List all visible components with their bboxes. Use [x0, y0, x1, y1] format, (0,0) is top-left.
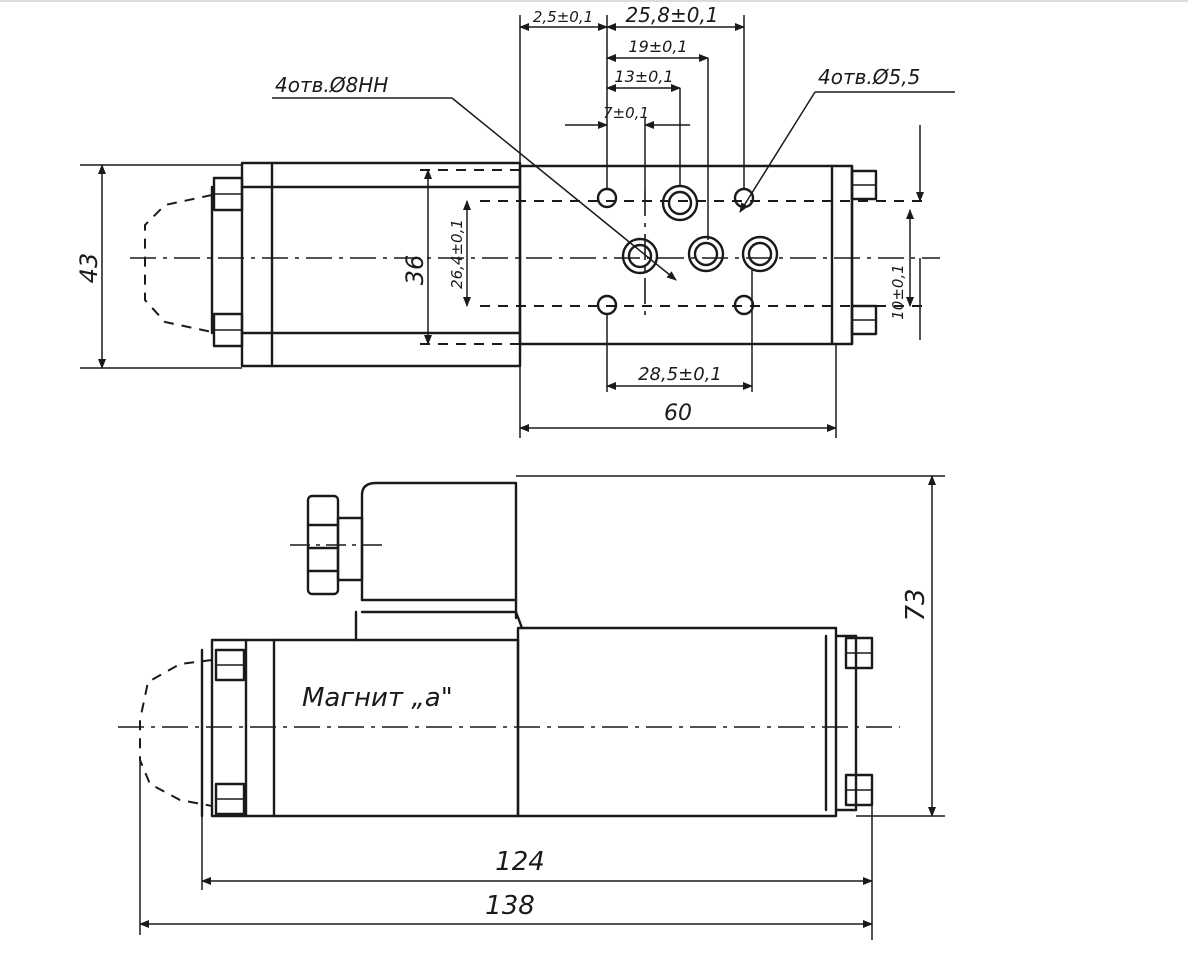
dim-7: 7±0,1	[603, 104, 649, 122]
top-view: 43 36 26,4±0,1 10±0,1 2,5±0,1 25,8±0,1 1…	[75, 3, 955, 438]
dim-60: 60	[664, 401, 692, 426]
port-right	[741, 235, 779, 273]
dim-73: 73	[901, 588, 931, 621]
side-cable-gland	[290, 494, 384, 596]
callout-holes-5-5: 4отв.Ø5,5	[818, 65, 920, 89]
dim-25-8: 25,8±0,1	[625, 3, 718, 27]
magnet-label: Магнит „а"	[302, 683, 453, 713]
dim-13: 13±0,1	[614, 67, 673, 86]
dim-138: 138	[485, 891, 535, 921]
hole-small-1	[596, 187, 618, 209]
port-upper	[661, 184, 699, 222]
side-end-cap	[139, 659, 213, 807]
top-coil-body	[240, 161, 522, 368]
top-end-cap	[144, 194, 213, 333]
dim-26-4: 26,4±0,1	[448, 219, 466, 289]
dim-19: 19±0,1	[628, 37, 687, 56]
dim-36: 36	[401, 255, 429, 286]
side-view: Магнит „а" 73 124 138	[118, 475, 945, 940]
side-connector	[360, 481, 518, 620]
callout-holes-8: 4отв.Ø8НН	[275, 73, 388, 97]
dim-10: 10±0,1	[889, 264, 907, 320]
dim-43: 43	[75, 253, 103, 284]
side-coil-body	[210, 638, 520, 818]
dim-124: 124	[495, 847, 545, 877]
side-valve-body	[516, 626, 838, 818]
dim-28-5: 28,5±0,1	[638, 364, 722, 385]
hole-small-4	[733, 294, 755, 316]
port-left	[621, 237, 659, 275]
dim-2-5: 2,5±0,1	[533, 8, 593, 26]
port-middle	[687, 235, 725, 273]
